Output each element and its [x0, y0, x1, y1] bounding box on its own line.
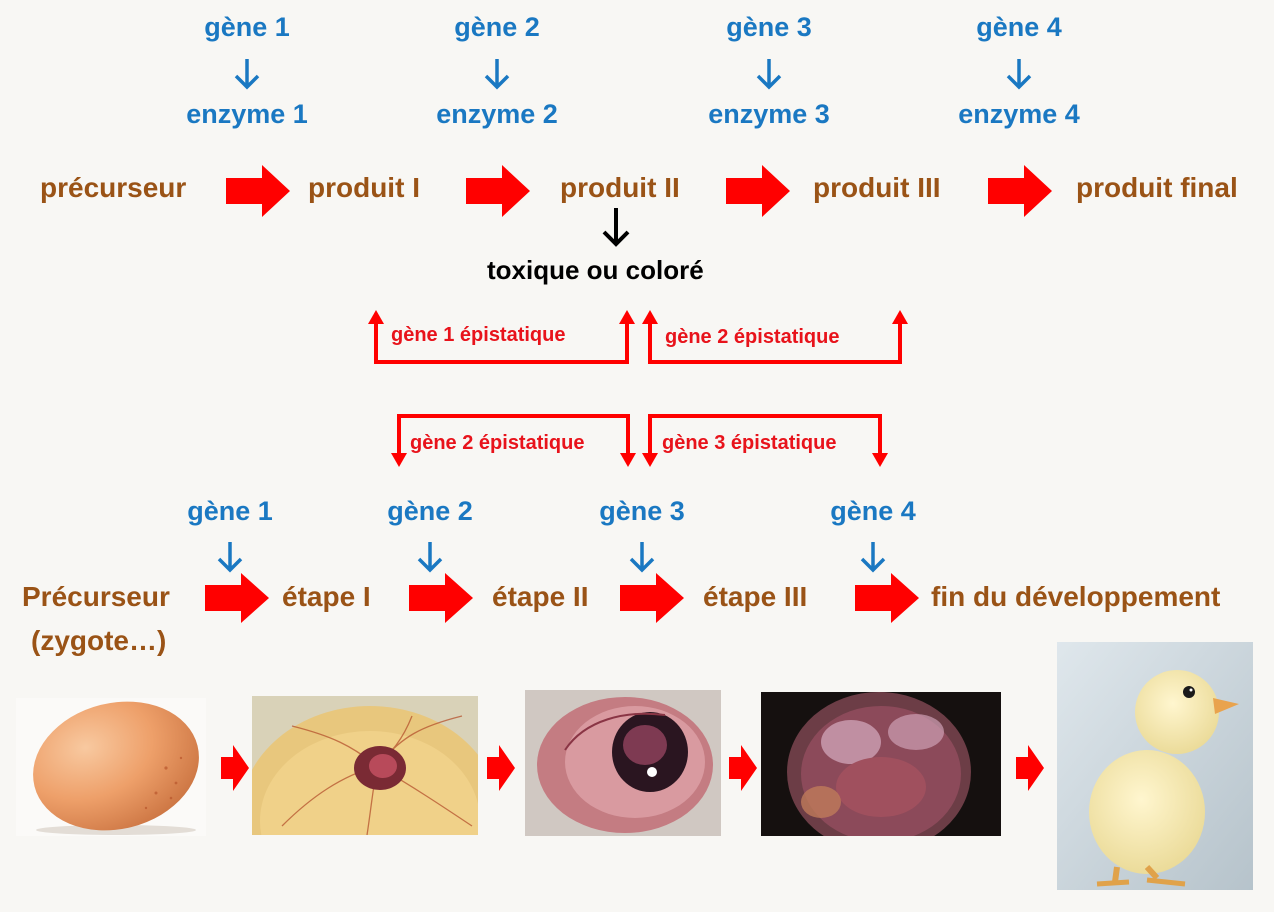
epistasis-upper-right-bracket: [648, 322, 902, 364]
epistasis-upper-right-label: gène 2 épistatique: [665, 326, 840, 348]
embryo-stage-2-photo: [525, 690, 721, 836]
epistasis-upper-left-bracket: [374, 322, 629, 364]
development-step-1-arrow-icon: [205, 573, 269, 623]
pathway-enzyme-1: enzyme 1: [186, 99, 308, 129]
egg-photo: [16, 698, 206, 836]
product-1: produit I: [308, 172, 420, 203]
development-stage-1: étape I: [282, 581, 371, 612]
development-final-stage: fin du développement: [931, 581, 1221, 612]
side-product-label: toxique ou coloré: [487, 255, 704, 285]
development-precursor-note: (zygote…): [31, 625, 167, 656]
photo-arrow-4-icon: [1016, 745, 1044, 791]
photo-arrow-1-icon: [221, 745, 249, 791]
development-step-2-arrow-icon: [409, 573, 473, 623]
epistasis-lower-left-bracket: [397, 414, 630, 455]
product-final: produit final: [1076, 172, 1238, 203]
development-gene-2: gène 2: [387, 496, 473, 526]
development-gene-4: gène 4: [830, 496, 916, 526]
embryo-stage-1-photo: [252, 696, 478, 835]
chick-photo: [1057, 642, 1253, 890]
development-gene-2-arrow-icon: [417, 542, 443, 573]
pathway-step-4-arrow-icon: [988, 165, 1052, 217]
pathway-enzyme-2: enzyme 2: [436, 99, 558, 129]
pathway-gene-4: gène 4: [976, 12, 1062, 42]
pathway-gene-1: gène 1: [204, 12, 290, 42]
photo-arrow-3-icon: [729, 745, 757, 791]
epistasis-upper-left-label: gène 1 épistatique: [391, 324, 566, 346]
pathway-step-1-arrow-icon: [226, 165, 290, 217]
gene-1-to-enzyme-arrow-icon: [234, 59, 260, 90]
product-2: produit II: [560, 172, 680, 203]
side-product-arrow-icon: [602, 208, 630, 247]
development-gene-4-arrow-icon: [860, 542, 886, 573]
gene-4-to-enzyme-arrow-icon: [1006, 59, 1032, 90]
development-gene-1-arrow-icon: [217, 542, 243, 573]
development-stage-3: étape III: [703, 581, 808, 612]
development-gene-1: gène 1: [187, 496, 273, 526]
pathway-step-3-arrow-icon: [726, 165, 790, 217]
development-gene-3-arrow-icon: [629, 542, 655, 573]
pathway-step-2-arrow-icon: [466, 165, 530, 217]
epistasis-lower-right-label: gène 3 épistatique: [662, 432, 837, 454]
embryo-stage-3-photo: [761, 692, 1001, 836]
gene-3-to-enzyme-arrow-icon: [756, 59, 782, 90]
development-precursor: Précurseur: [22, 581, 170, 612]
pathway-gene-2: gène 2: [454, 12, 540, 42]
development-gene-3: gène 3: [599, 496, 685, 526]
epistasis-lower-left-label: gène 2 épistatique: [410, 432, 585, 454]
development-stage-2: étape II: [492, 581, 589, 612]
pathway-gene-3: gène 3: [726, 12, 812, 42]
pathway-enzyme-4: enzyme 4: [958, 99, 1080, 129]
development-step-3-arrow-icon: [620, 573, 684, 623]
epistasis-lower-right-bracket: [648, 414, 882, 455]
pathway-enzyme-3: enzyme 3: [708, 99, 830, 129]
product-precursor: précurseur: [40, 172, 187, 203]
development-step-4-arrow-icon: [855, 573, 919, 623]
gene-2-to-enzyme-arrow-icon: [484, 59, 510, 90]
product-3: produit III: [813, 172, 941, 203]
photo-arrow-2-icon: [487, 745, 515, 791]
